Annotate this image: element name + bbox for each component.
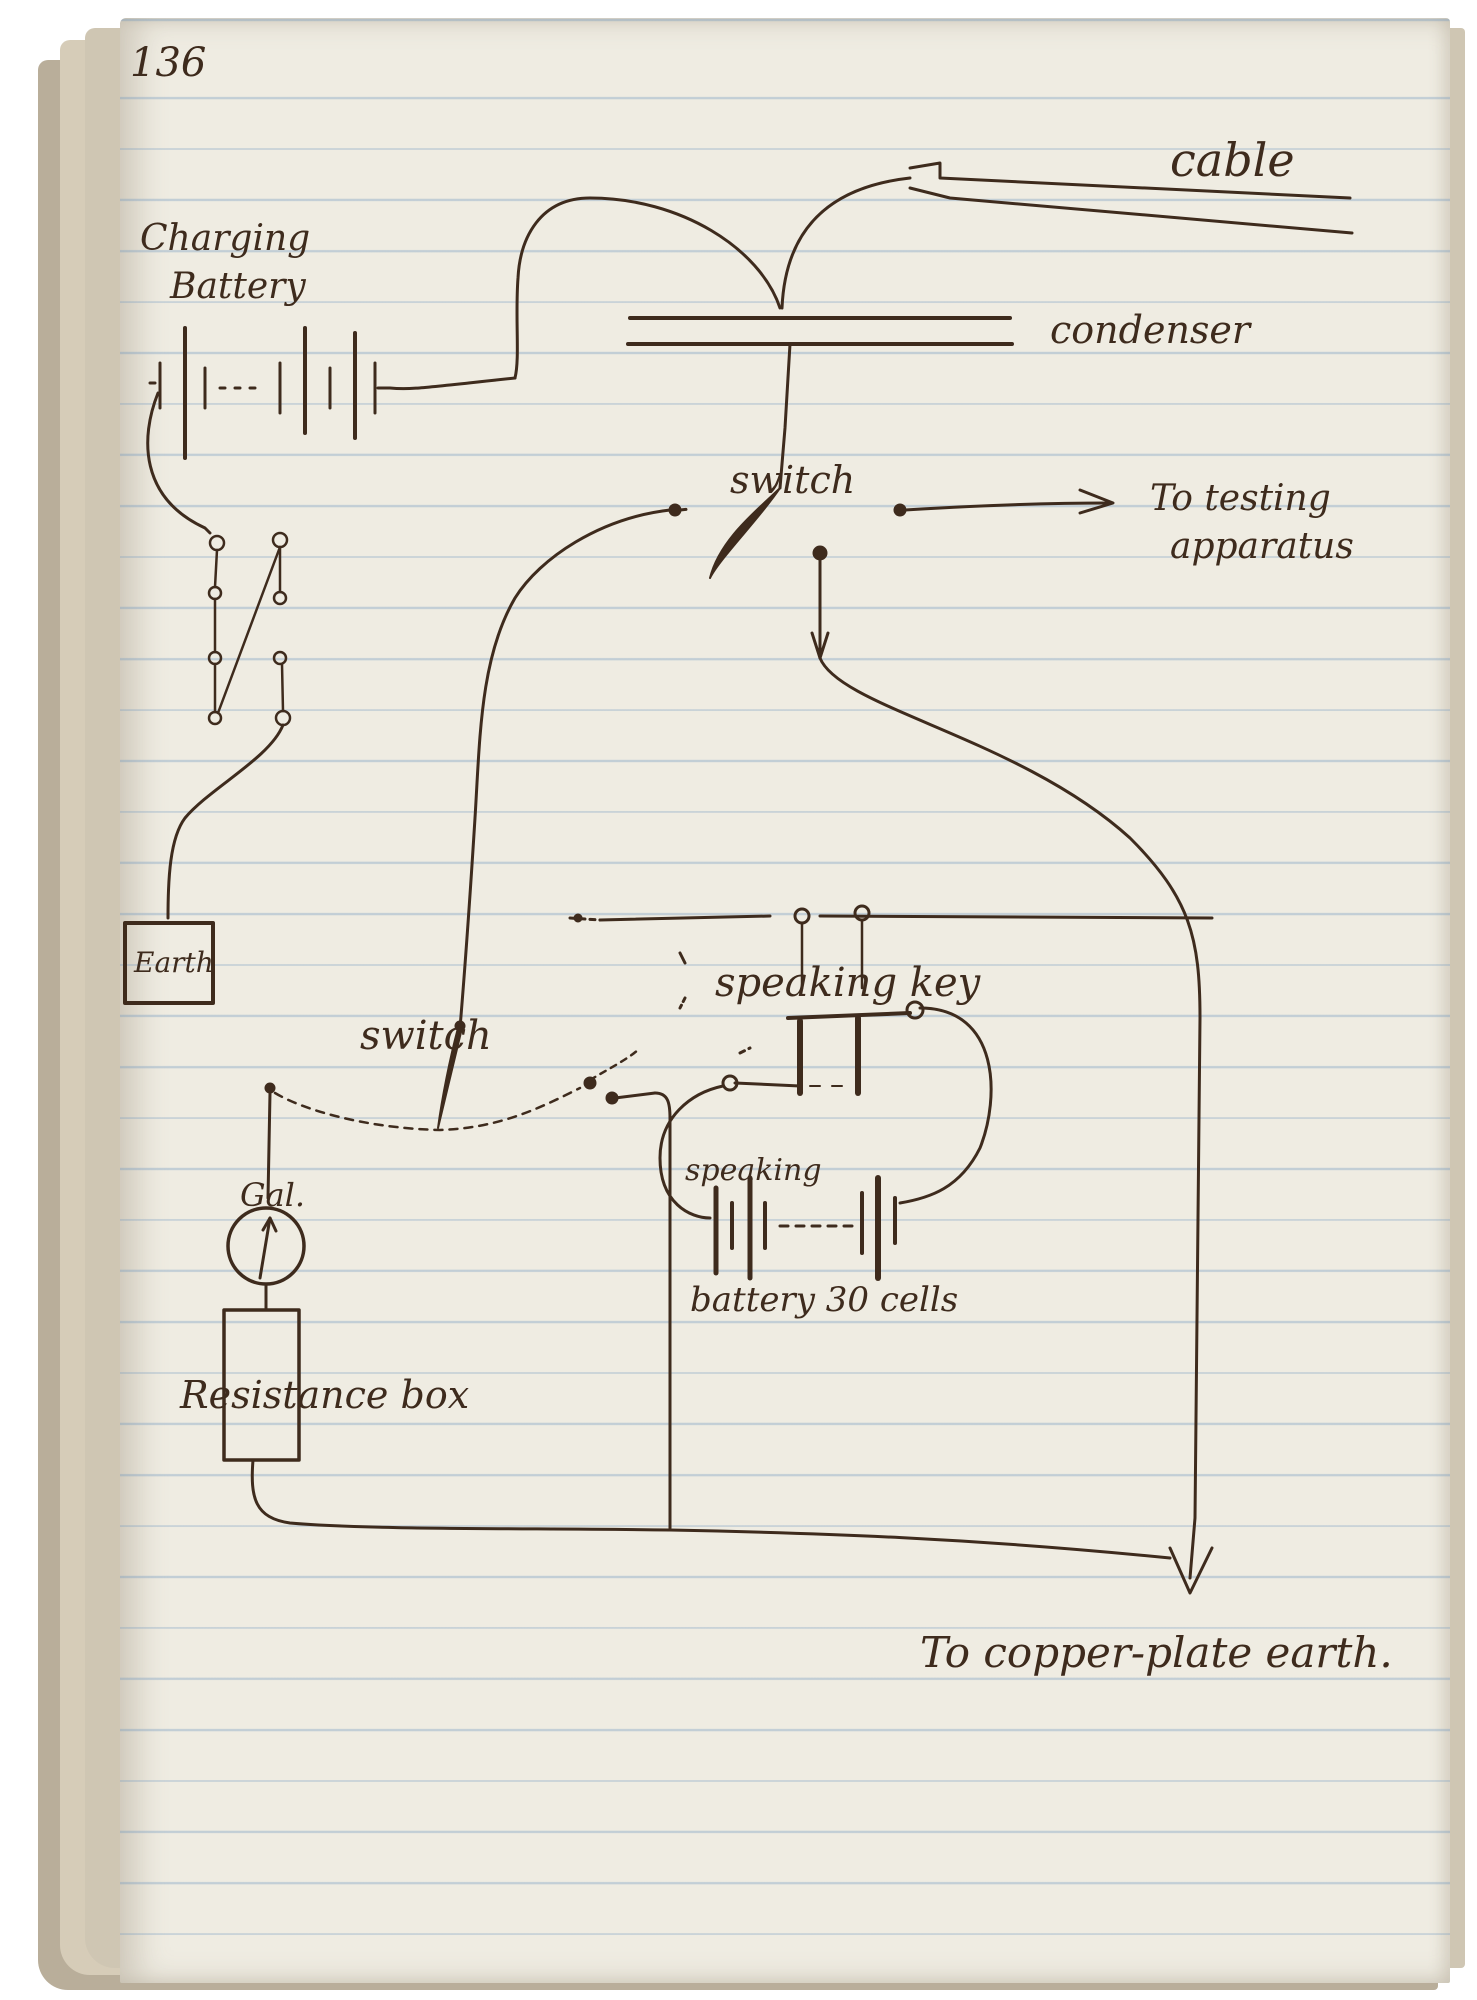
speaking-label: speaking (685, 1153, 822, 1188)
battery-cells-label: battery 30 cells (690, 1280, 959, 1320)
resistance-box-label: Resistance box (180, 1373, 470, 1417)
condenser-symbol (626, 316, 1014, 346)
to-testing-label-line2: apparatus (1170, 526, 1354, 567)
top-switch-label: switch (730, 458, 856, 502)
cable-symbol (908, 161, 1354, 235)
charging-wire (146, 391, 212, 535)
circuit-diagram (123, 161, 1354, 1595)
cable-label: cable (1170, 133, 1295, 187)
speaking-battery-symbol (658, 1084, 897, 1281)
condenser-label: condenser (1050, 308, 1251, 352)
to-testing-label-line1: To testing (1150, 478, 1331, 519)
speaking-key-symbol (721, 918, 993, 1205)
notebook-page: 136 cable Charging Battery condenser swi… (120, 18, 1450, 1983)
top-switch (668, 487, 907, 579)
lower-switch (264, 951, 687, 1530)
to-copper-plate-label: To copper-plate earth. (920, 1628, 1393, 1677)
left-long-wire (458, 508, 672, 1030)
earth-wire (166, 723, 285, 920)
lower-switch-label: switch (360, 1013, 492, 1059)
right-long-wire (810, 557, 1214, 1595)
speaking-key-label: speaking key (715, 960, 981, 1006)
speaking-key-top-line (568, 904, 1214, 925)
earth-label: Earth (134, 946, 214, 979)
earth-box (123, 921, 215, 1005)
reversing-switch (207, 531, 292, 727)
charging-battery-symbol (148, 326, 517, 460)
galvanometer-branch (222, 1091, 1172, 1560)
charging-battery-label-line1: Charging (140, 218, 311, 259)
galvanometer-label: Gal. (240, 1176, 306, 1214)
charging-battery-label-line2: Battery (170, 266, 306, 307)
to-testing-arrow (903, 488, 1115, 515)
resistance-box-symbol (222, 1308, 301, 1462)
condenser-wires (513, 176, 912, 490)
page-number: 136 (130, 40, 207, 86)
